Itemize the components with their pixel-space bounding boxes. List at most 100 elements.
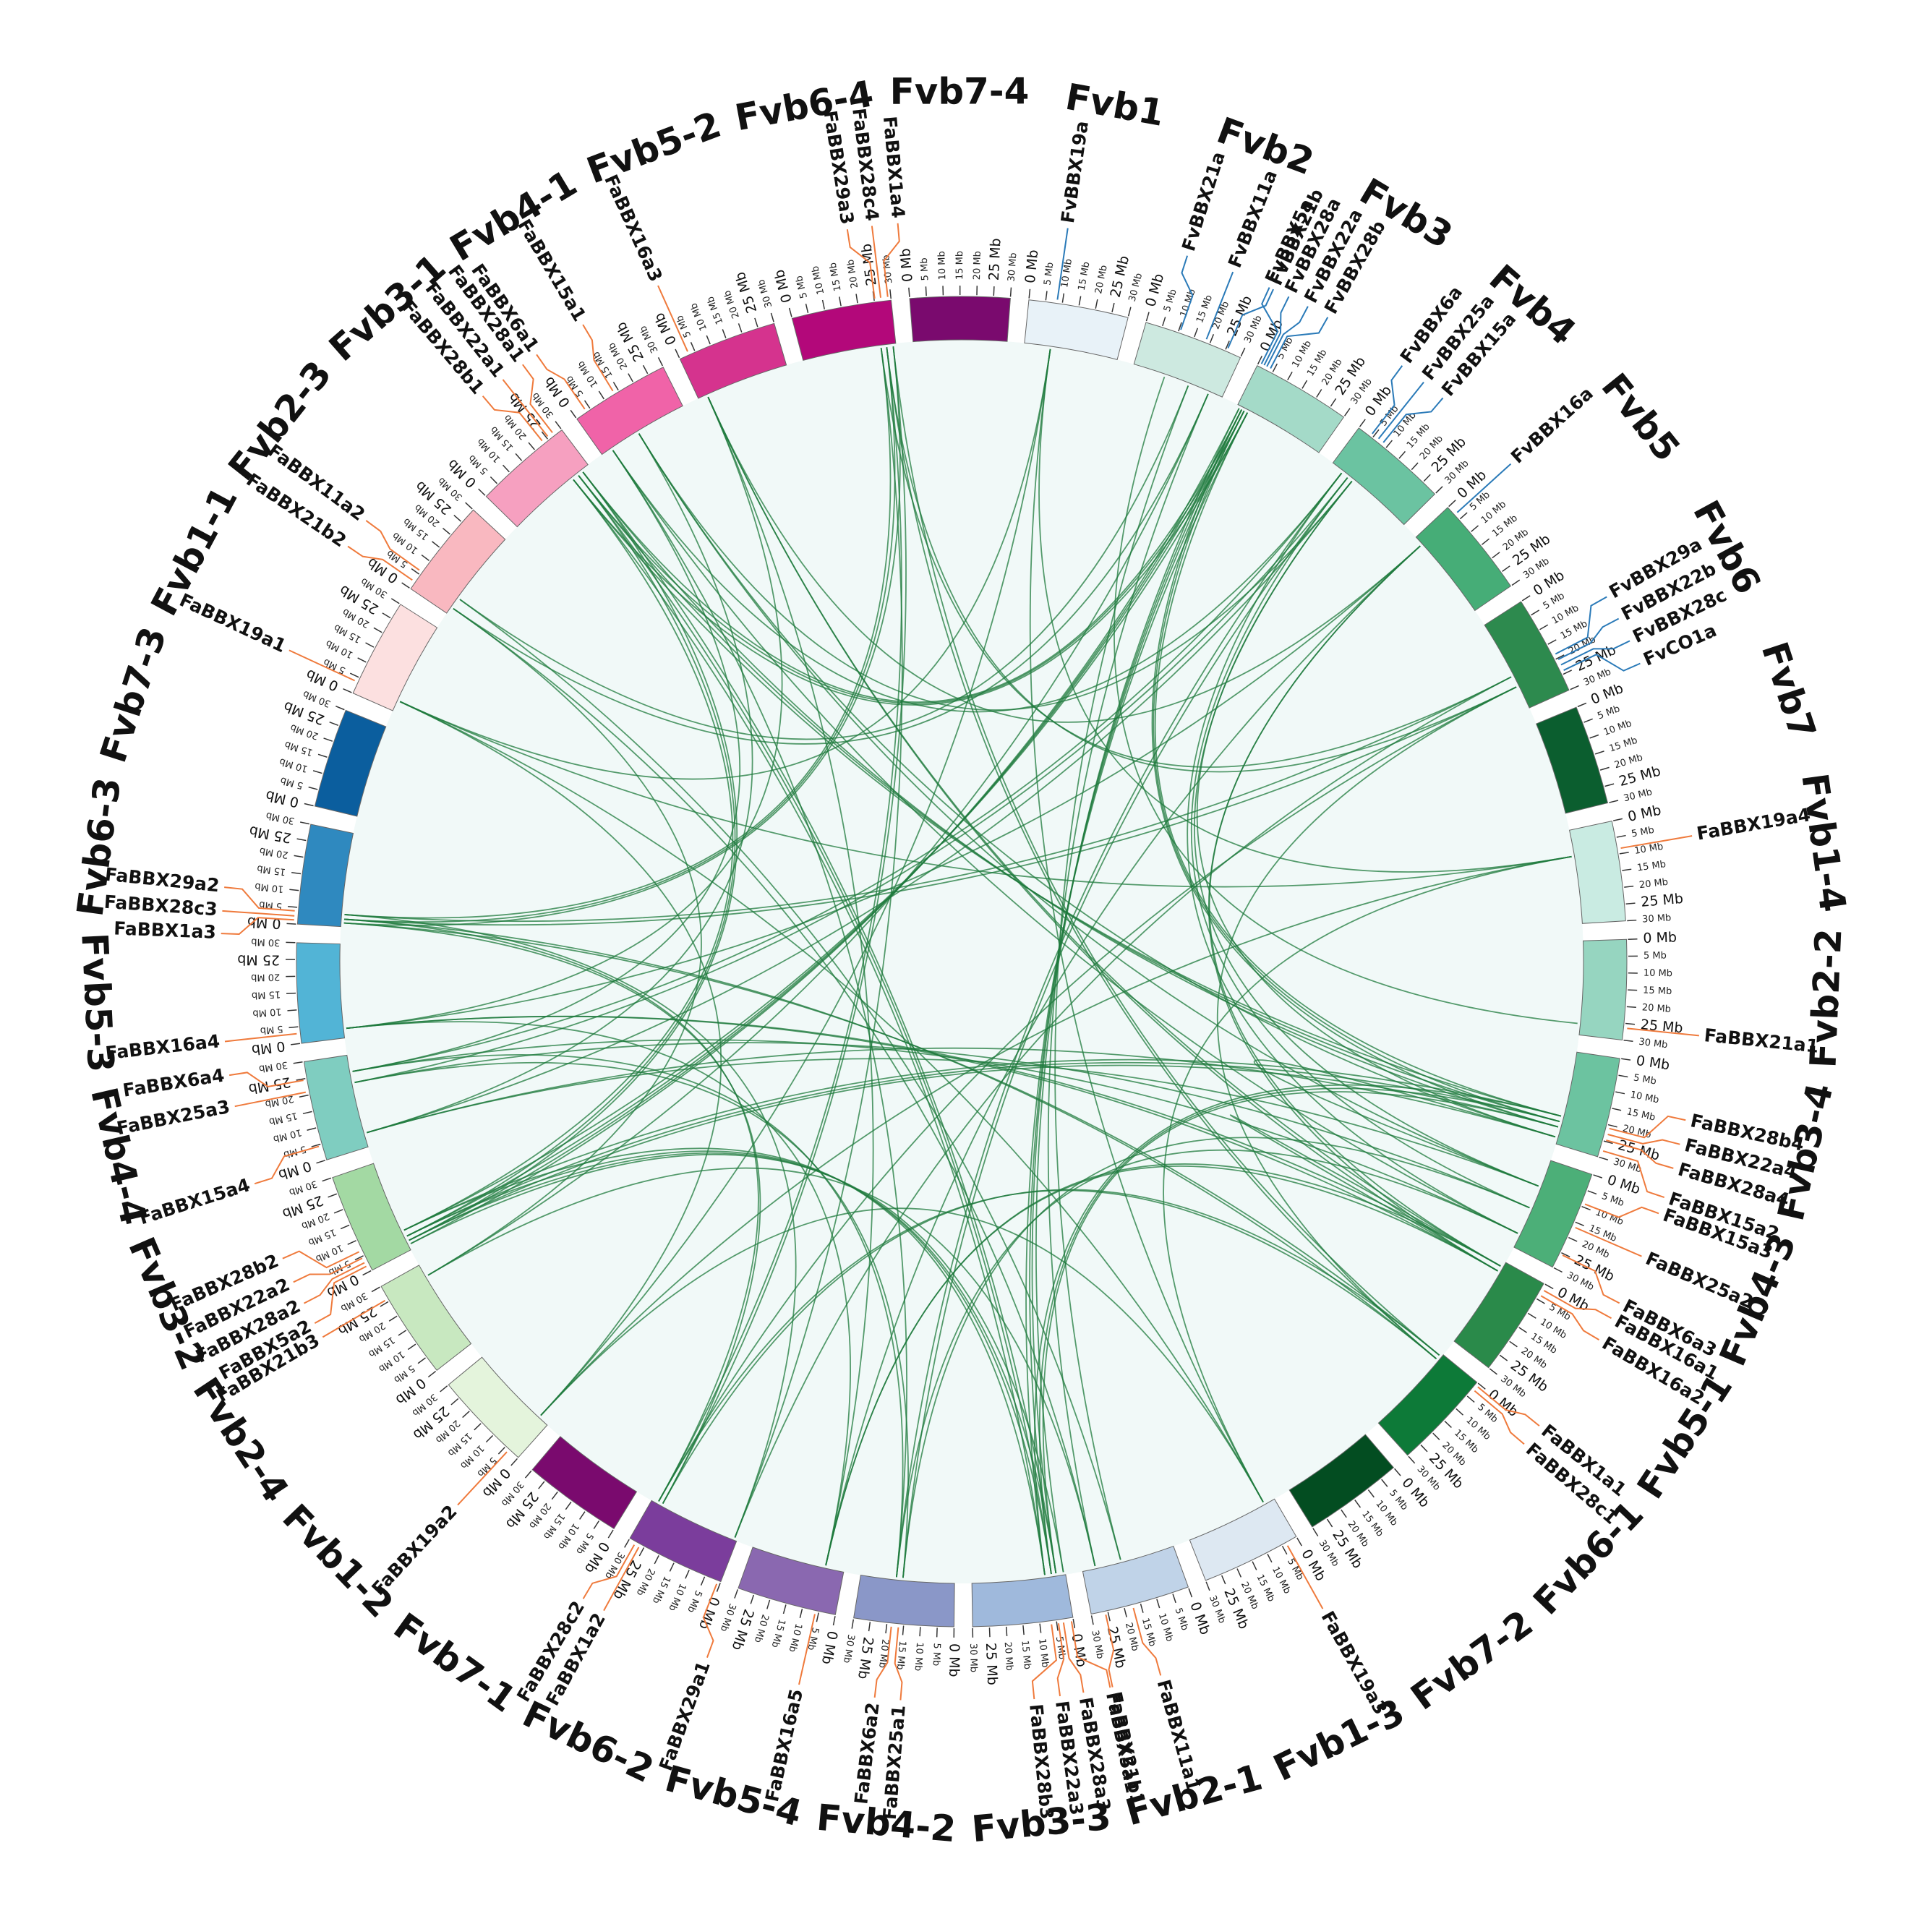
tick-label: 10 Mb — [787, 1622, 804, 1654]
chromosome-fvb5 — [1415, 507, 1512, 612]
tick-mark — [607, 1529, 614, 1539]
synteny-link — [367, 1058, 1539, 1187]
chromosome-label: Fvb5 — [1593, 366, 1688, 469]
synteny-link — [343, 347, 896, 923]
gene-marker-line — [304, 1262, 365, 1304]
tick-mark — [343, 688, 352, 693]
tick-label: 5 Mb — [1043, 262, 1056, 286]
synteny-link — [344, 676, 1512, 923]
tick-mark — [1607, 1124, 1617, 1128]
gene-marker-line — [1474, 1390, 1525, 1445]
gene-label: FaBBX15a4 — [137, 1174, 252, 1228]
tick-mark — [1028, 288, 1031, 299]
tick-mark — [1039, 1623, 1042, 1633]
tick-mark — [1381, 1479, 1388, 1487]
gene-marker-line — [228, 1072, 304, 1088]
tick-mark — [612, 382, 619, 391]
gene-marker-line — [603, 1547, 640, 1612]
tick-mark — [1466, 1395, 1475, 1403]
chromosome-label: Fvb3-3 — [970, 1796, 1113, 1851]
gene-marker-line — [1555, 596, 1607, 655]
gene-marker-line — [1270, 317, 1329, 369]
tick-mark — [335, 706, 345, 711]
synteny-link — [582, 471, 1057, 1574]
tick-label: 10 Mb — [688, 301, 709, 333]
tick-mark — [1127, 307, 1132, 317]
tick-mark — [1162, 317, 1166, 327]
tick-mark — [382, 612, 391, 619]
tick-mark — [1045, 291, 1048, 301]
tick-mark — [289, 889, 299, 891]
tick-label: 5 Mb — [931, 1643, 942, 1666]
gene-marker-line — [322, 1299, 386, 1338]
synteny-link — [343, 922, 1440, 1356]
tick-mark — [362, 1270, 372, 1276]
gene-label: FaBBX21b2 — [242, 469, 350, 552]
tick-label: 5 Mb — [260, 1023, 283, 1036]
tick-mark — [1296, 1537, 1302, 1547]
tick-mark — [1221, 1575, 1226, 1585]
chromosome-fvb1-4 — [1568, 820, 1626, 924]
tick-mark — [1518, 1327, 1528, 1333]
synteny-link — [573, 479, 1046, 1575]
tick-mark — [290, 1043, 301, 1045]
tick-label: 0 Mb — [1635, 1053, 1670, 1074]
chromosome-fvb1-2 — [448, 1356, 548, 1458]
synteny-link — [825, 545, 1421, 1566]
tick-label: 0 Mb — [1626, 803, 1662, 825]
gene-marker-line — [1557, 617, 1620, 660]
tick-mark — [317, 753, 328, 758]
tick-mark — [1477, 1382, 1486, 1390]
tick-mark — [287, 1009, 297, 1011]
chromosome-fvb6-2 — [629, 1500, 738, 1583]
tick-mark — [1090, 1615, 1094, 1625]
tick-label: 5 Mb — [685, 1588, 704, 1614]
tick-mark — [624, 1539, 630, 1548]
tick-label: 25 Mb — [855, 1636, 876, 1680]
synteny-link — [352, 472, 1343, 1072]
tick-mark — [294, 855, 304, 858]
chromosome-fvb7-4 — [909, 296, 1011, 343]
gene-marker-line — [222, 910, 295, 917]
chromosome-fvb3-2 — [332, 1163, 411, 1271]
synteny-link — [734, 676, 1512, 1538]
gene-marker-line — [1227, 288, 1274, 348]
tick-mark — [1394, 1468, 1401, 1476]
gene-marker-line — [1477, 1386, 1540, 1427]
tick-mark — [1555, 654, 1565, 660]
tick-mark — [1623, 1039, 1633, 1042]
tick-mark — [510, 1458, 518, 1466]
background-disk — [340, 340, 1583, 1583]
synteny-link — [399, 701, 722, 1416]
tick-mark — [329, 722, 339, 727]
chromosome-fvb1-1 — [352, 604, 438, 711]
synteny-link — [573, 412, 1249, 706]
gene-label: FvBBX19a — [1057, 119, 1093, 224]
chromosome-fvb7-2 — [1288, 1434, 1395, 1528]
tick-mark — [1536, 1298, 1545, 1304]
tick-label: 30 Mb — [1006, 252, 1020, 282]
tick-mark — [312, 770, 322, 774]
tick-label: 5 Mb — [1596, 703, 1621, 722]
gene-label: FaBBX1a4 — [879, 115, 909, 219]
chromosome-fvb4-2 — [853, 1575, 955, 1628]
tick-mark — [722, 329, 727, 338]
synteny-link — [344, 348, 892, 919]
gene-label: FvBBX21a — [1178, 149, 1229, 253]
tick-mark — [584, 400, 591, 409]
gene-marker-line — [288, 649, 356, 682]
gene-marker-line — [1056, 1623, 1065, 1697]
tick-mark — [1456, 1408, 1463, 1416]
tick-label: 0 Mb — [1643, 929, 1677, 946]
gene-marker-line — [1602, 1150, 1665, 1199]
tick-mark — [1624, 885, 1634, 888]
gene-marker-line — [873, 1626, 892, 1698]
gene-marker-line — [536, 354, 586, 410]
tick-label: 5 Mb — [675, 314, 694, 339]
tick-label: 5 Mb — [279, 774, 304, 791]
tick-mark — [1178, 322, 1182, 332]
tick-mark — [551, 1491, 558, 1500]
tick-mark — [1627, 919, 1637, 922]
